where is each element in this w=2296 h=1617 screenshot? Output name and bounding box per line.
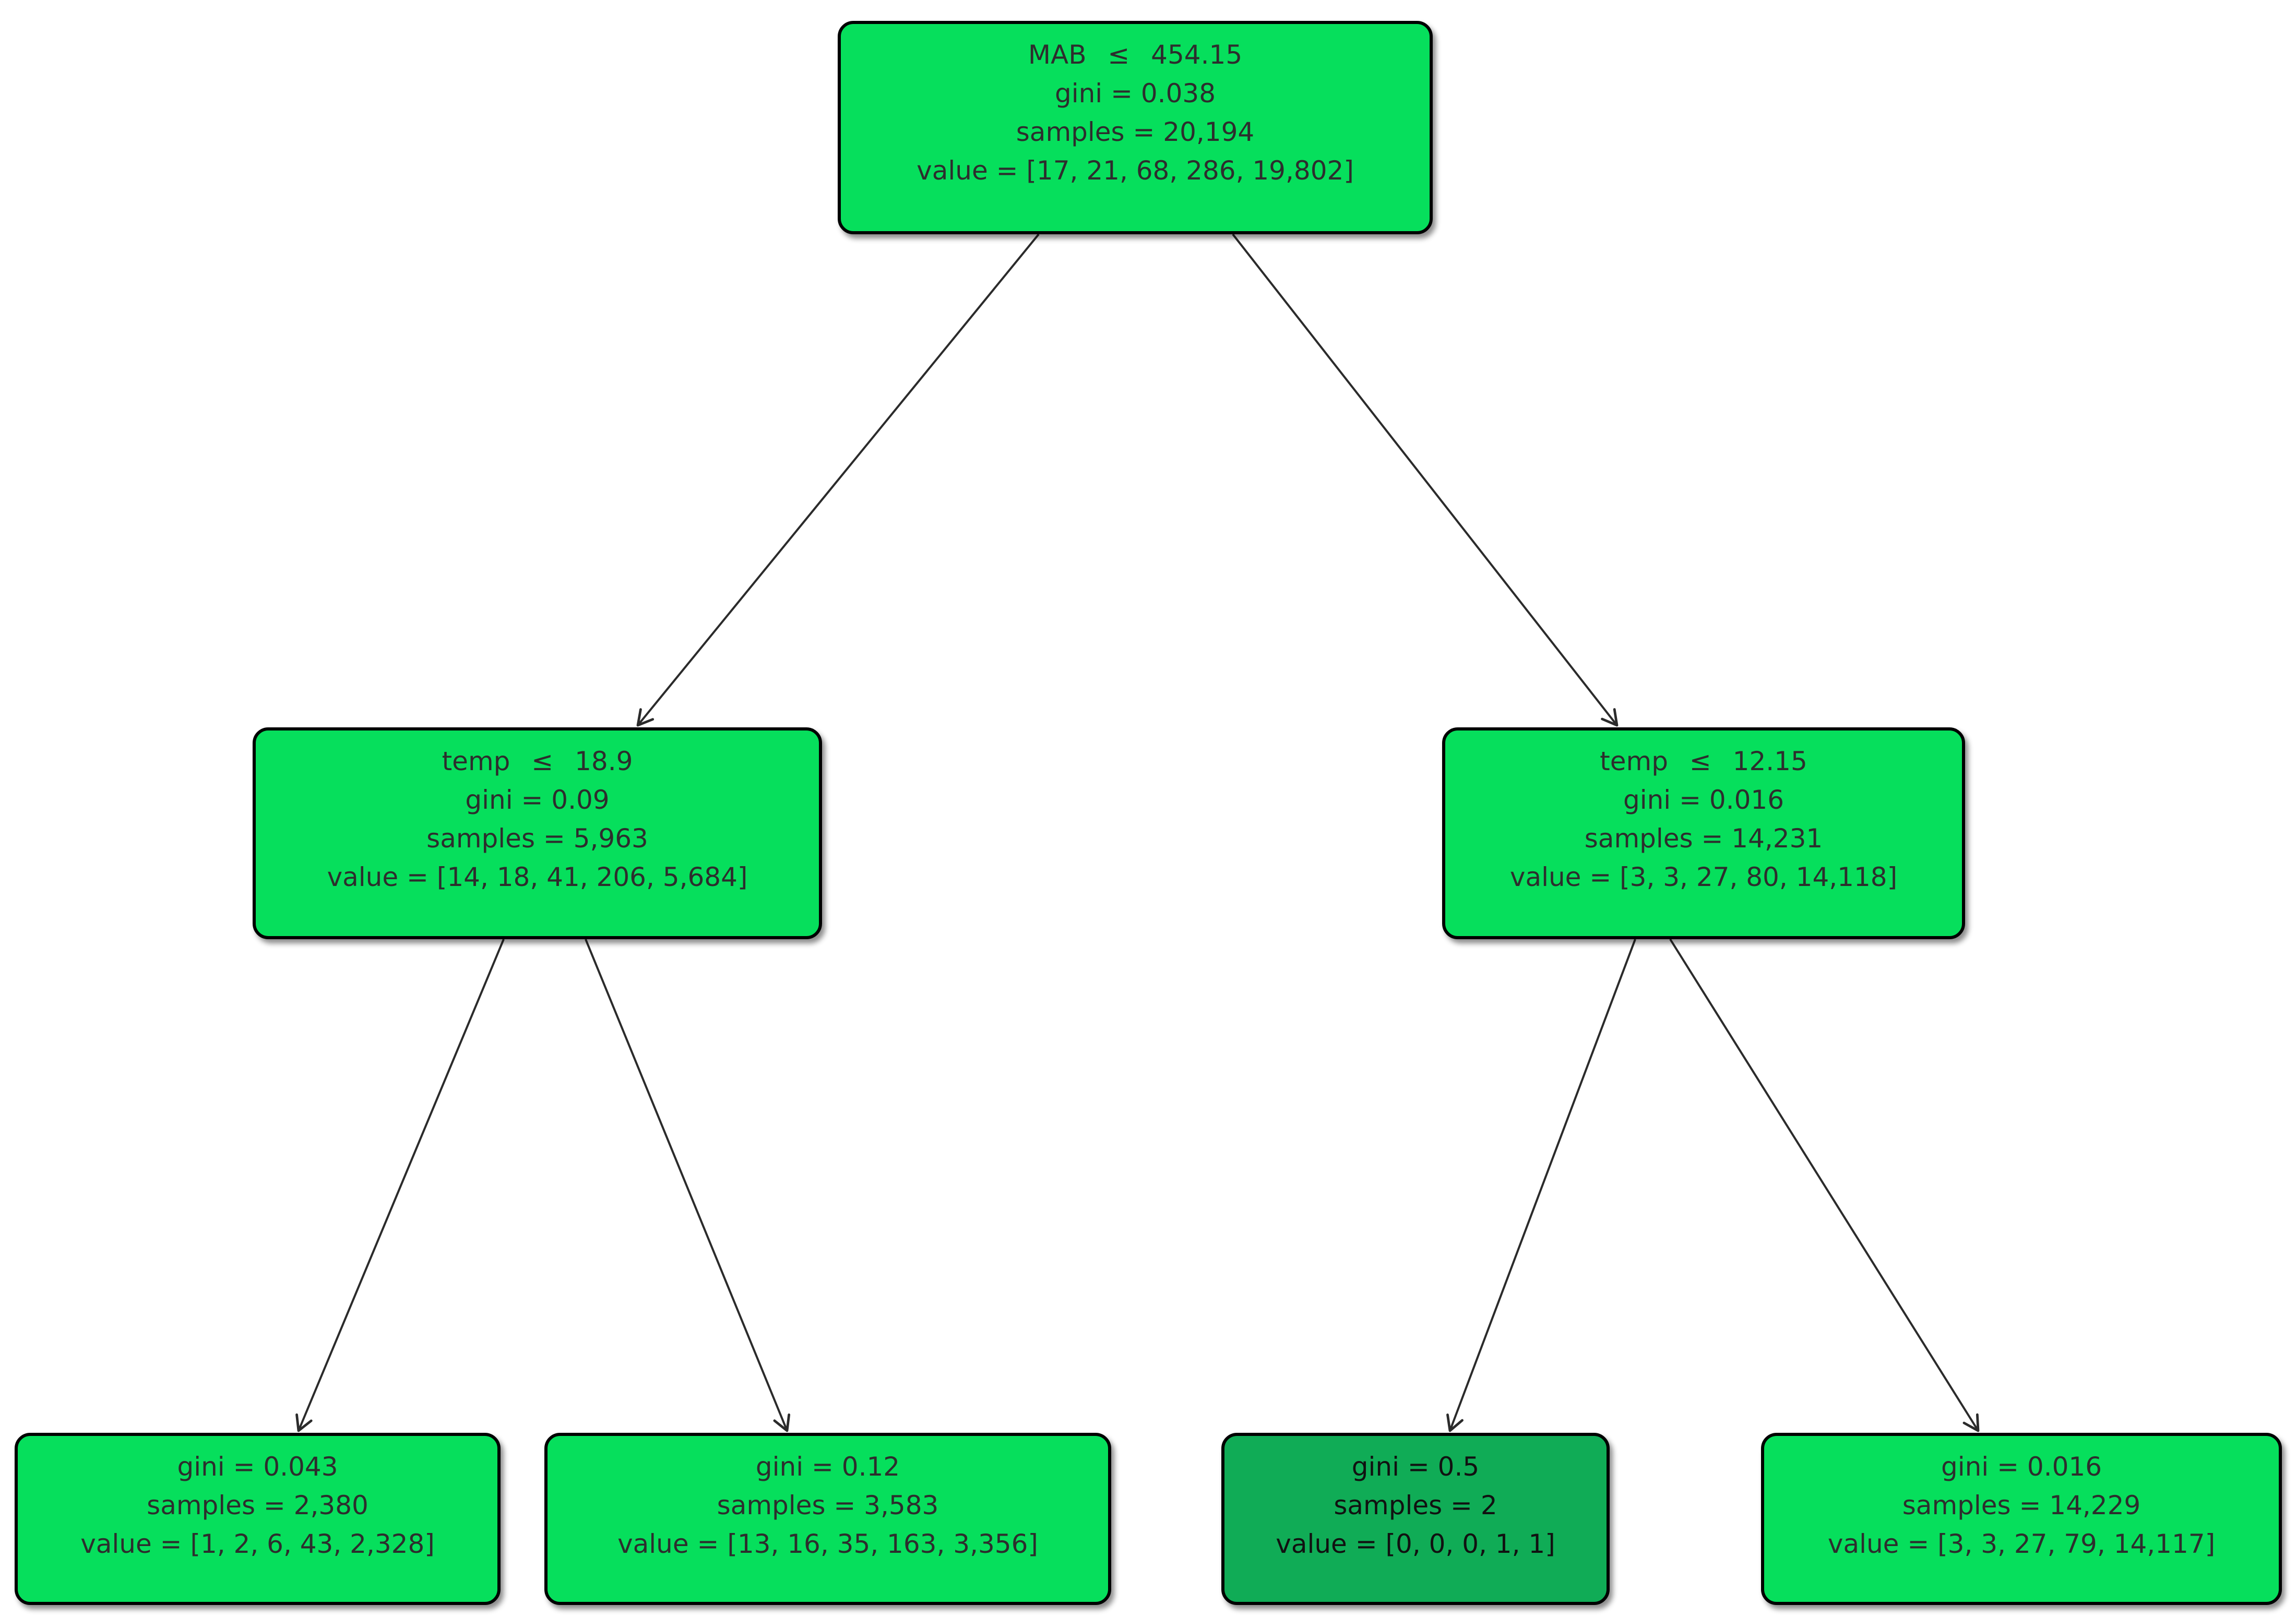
node-value: value = [1, 2, 6, 43, 2,328]: [80, 1529, 435, 1559]
node-value: value = [13, 16, 35, 163, 3,356]: [617, 1529, 1038, 1559]
node-samples: samples = 2,380: [147, 1490, 368, 1520]
tree-node-left-internal: temp ≤ 18.9 gini = 0.09 samples = 5,963 …: [253, 727, 822, 939]
tree-node-leaf-4: gini = 0.016 samples = 14,229 value = [3…: [1761, 1433, 2282, 1605]
node-samples: samples = 2: [1334, 1490, 1497, 1520]
edge-left-to-leaf2: [585, 939, 791, 1432]
tree-node-root: MAB ≤ 454.15 gini = 0.038 samples = 20,1…: [838, 21, 1433, 234]
node-value: value = [3, 3, 27, 80, 14,118]: [1509, 862, 1898, 892]
node-gini: gini = 0.038: [1054, 78, 1216, 109]
node-value: value = [14, 18, 41, 206, 5,684]: [327, 862, 748, 892]
node-gini: gini = 0.12: [755, 1452, 900, 1482]
tree-node-right-internal: temp ≤ 12.15 gini = 0.016 samples = 14,2…: [1442, 727, 1965, 939]
node-value: value = [0, 0, 0, 1, 1]: [1276, 1529, 1555, 1559]
tree-node-leaf-1: gini = 0.043 samples = 2,380 value = [1,…: [15, 1433, 501, 1605]
node-samples: samples = 3,583: [717, 1490, 939, 1520]
edge-right-to-leaf4: [1669, 938, 1980, 1432]
node-gini: gini = 0.016: [1623, 785, 1785, 815]
node-value: value = [3, 3, 27, 79, 14,117]: [1827, 1529, 2216, 1559]
node-gini: gini = 0.5: [1351, 1452, 1480, 1482]
node-samples: samples = 5,963: [426, 823, 648, 854]
edge-root-to-right: [1232, 233, 1619, 727]
node-samples: samples = 14,229: [1902, 1490, 2141, 1520]
edge-left-to-leaf1: [295, 939, 505, 1432]
node-gini: gini = 0.043: [177, 1452, 338, 1482]
edge-right-to-leaf3: [1446, 939, 1636, 1432]
node-split-condition: MAB ≤ 454.15: [1028, 40, 1243, 70]
node-value: value = [17, 21, 68, 286, 19,802]: [917, 155, 1354, 186]
edge-root-to-left: [636, 233, 1040, 727]
tree-node-leaf-3: gini = 0.5 samples = 2 value = [0, 0, 0,…: [1221, 1433, 1610, 1605]
node-split-condition: temp ≤ 12.15: [1600, 746, 1807, 776]
node-samples: samples = 14,231: [1584, 823, 1823, 854]
node-gini: gini = 0.09: [465, 785, 610, 815]
tree-node-leaf-2: gini = 0.12 samples = 3,583 value = [13,…: [544, 1433, 1111, 1605]
node-gini: gini = 0.016: [1941, 1452, 2102, 1482]
node-samples: samples = 20,194: [1016, 117, 1255, 147]
node-split-condition: temp ≤ 18.9: [442, 746, 633, 776]
